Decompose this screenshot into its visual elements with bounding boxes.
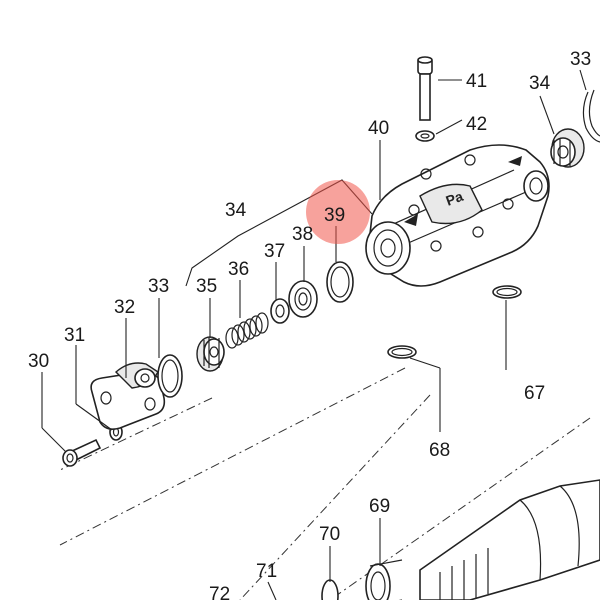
leader-31b [75,403,113,431]
leader-34-right [539,95,555,135]
label-39: 39 [324,205,345,226]
part-32-bracket [90,362,166,430]
label-31: 31 [64,325,85,346]
label-34-left: 34 [225,200,247,221]
part-33-oring-left [157,354,183,398]
assembly-dash-lines [59,367,591,600]
label-38: 38 [292,224,313,245]
leader-71 [267,581,277,600]
part-36-spring [225,312,269,349]
label-37: 37 [264,241,285,262]
label-41: 41 [466,71,487,92]
label-42: 42 [466,114,487,135]
dash-line-bottom [239,394,431,600]
part-37-ring [270,298,290,324]
part-30-screw [62,438,102,467]
leader-68a [409,357,441,369]
label-32: 32 [114,297,135,318]
leader-33-right [579,69,587,91]
part-34-gear-right [550,128,585,168]
label-70: 70 [319,524,340,545]
part-40-housing: Pa [365,144,550,287]
label-68: 68 [429,440,450,461]
part-38-seal [288,280,318,318]
leader-42 [435,119,463,135]
label-71: 71 [256,561,277,582]
label-33-left: 33 [148,276,169,297]
label-35: 35 [196,276,217,297]
label-36: 36 [228,259,249,280]
label-40: 40 [368,118,389,139]
part-70-ring [321,579,339,600]
label-72: 72 [209,584,230,600]
dash-line-right [329,417,591,600]
dash-line-left [59,397,213,471]
highlight-marker[interactable] [306,180,370,244]
part-41-bolt [417,56,433,121]
part-35-gear [196,336,225,372]
part-39-oring [326,261,354,303]
drive-shaft [419,479,600,600]
label-30: 30 [28,351,49,372]
part-68-oring [387,345,417,359]
housing-logo: Pa [444,188,466,209]
label-33-right: 33 [570,49,591,70]
leader-30b [41,427,67,453]
part-69-bearing [365,559,403,600]
part-labels: 30 31 32 33 35 36 37 38 39 34 40 41 42 3… [28,49,591,600]
part-33-oring-right [582,89,600,143]
label-67: 67 [524,383,545,404]
part-67-oring [492,285,522,299]
dash-line-lower [59,367,406,546]
label-69: 69 [369,496,390,517]
label-34-right: 34 [529,73,551,94]
part-42-washer [415,130,435,142]
